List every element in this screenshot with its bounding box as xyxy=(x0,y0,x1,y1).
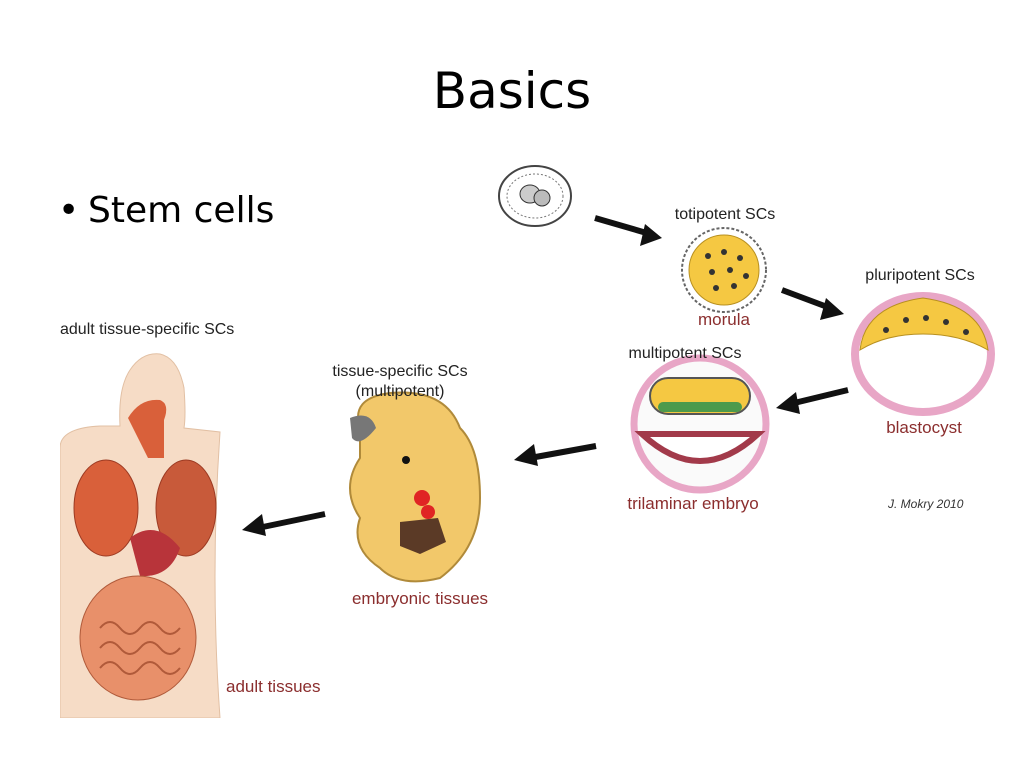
label-pluripotent: pluripotent SCs xyxy=(865,267,974,284)
bullet-dot-icon: • xyxy=(58,190,80,231)
arrow-icon-3 xyxy=(776,387,849,414)
arrow-icon-1 xyxy=(594,215,662,246)
label-morula: morula xyxy=(698,310,751,329)
label-trilaminar: trilaminar embryo xyxy=(627,494,758,513)
label-tissue-specific: tissue-specific SCs xyxy=(332,363,467,380)
arrow-icon-5 xyxy=(242,511,326,536)
zygote-cell xyxy=(498,165,572,227)
label-adult-specific: adult tissue-specific SCs xyxy=(60,321,234,338)
bullet-item: •Stem cells xyxy=(58,190,274,231)
label-totipotent: totipotent SCs xyxy=(675,206,776,223)
slide-title: Basics xyxy=(432,62,592,120)
stem-cell-diagram: totipotent SCs morula pluripotent SCs bl… xyxy=(60,165,995,718)
author-signature: J. Mokry 2010 xyxy=(887,497,964,511)
label-tissue-specific-sub: (multipotent) xyxy=(356,383,445,400)
label-adult-tissues: adult tissues xyxy=(226,677,321,696)
label-embryonic-tissues: embryonic tissues xyxy=(352,589,488,608)
blastocyst-cell xyxy=(851,292,995,416)
embryo-figure xyxy=(349,391,482,583)
arrow-icon-2 xyxy=(780,287,844,320)
label-blastocyst: blastocyst xyxy=(886,418,962,437)
label-multipotent: multipotent SCs xyxy=(629,345,742,362)
trilaminar-embryo xyxy=(630,354,770,494)
arrow-icon-4 xyxy=(514,443,597,466)
bullet-text: Stem cells xyxy=(88,190,275,231)
morula-cell xyxy=(681,227,767,313)
adult-body-figure xyxy=(60,353,221,718)
